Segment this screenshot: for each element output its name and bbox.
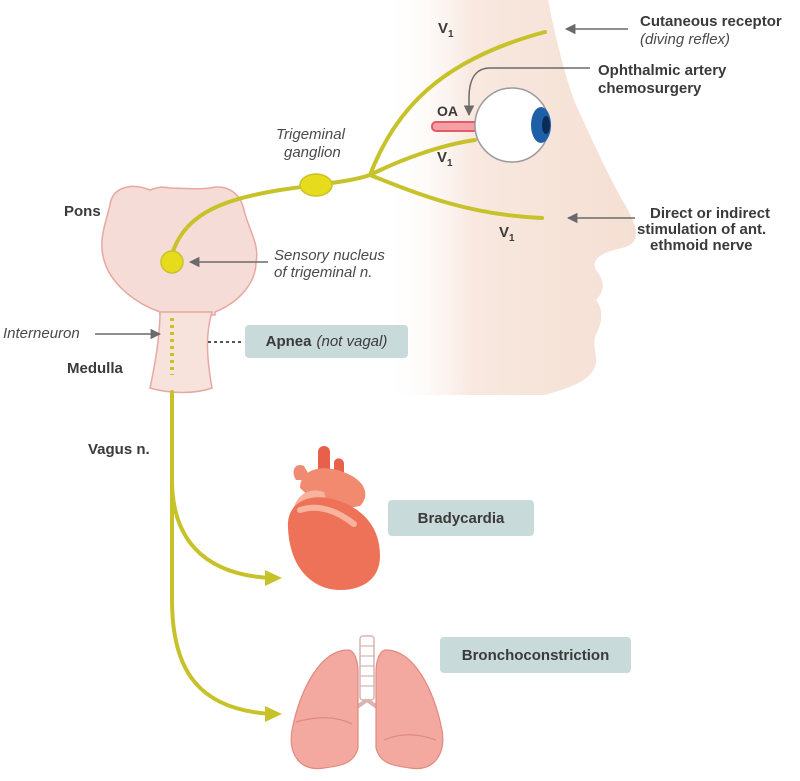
chemosurgery-label: chemosurgery <box>598 80 702 97</box>
bronchoconstriction-text: Bronchoconstriction <box>461 646 610 664</box>
interneuron-label: Interneuron <box>3 325 80 342</box>
pons-label: Pons <box>64 203 101 220</box>
v1-letter: V <box>499 224 510 241</box>
direct-indirect-label: Direct or indirect <box>650 205 771 222</box>
lungs-icon <box>290 635 444 770</box>
sensory-nucleus-label: Sensory nucleus <box>274 247 385 264</box>
v1-letter: V <box>438 20 449 37</box>
ophthalmic-artery-label: Ophthalmic artery <box>598 62 727 79</box>
apnea-pill: Apnea(not vagal) <box>245 325 408 358</box>
ophthalmic-artery <box>431 121 479 132</box>
vagus-to-heart <box>170 390 274 580</box>
trigeminal-label: Trigeminal <box>276 126 345 143</box>
apnea-text: Apnea <box>265 333 312 350</box>
medulla-label: Medulla <box>67 360 123 377</box>
v1-subscript: 1 <box>447 158 453 169</box>
v1-subscript: 1 <box>448 29 454 40</box>
stimulation-label: stimulation of ant. <box>637 221 767 238</box>
trigeminal-ganglion <box>299 173 333 197</box>
lungs-arrowhead <box>265 706 282 722</box>
vagus-label: Vagus n. <box>88 441 150 458</box>
bradycardia-text: Bradycardia <box>417 509 505 527</box>
ethmoid-nerve-label: ethmoid nerve <box>650 237 753 254</box>
sensory-nucleus <box>160 250 184 274</box>
cutaneous-receptor-label: Cutaneous receptor <box>640 13 782 30</box>
v1-upper-label: V1 <box>438 20 454 40</box>
brainstem-pons <box>101 185 258 316</box>
v1-letter: V <box>437 149 448 166</box>
bronchoconstriction-pill: Bronchoconstriction <box>440 637 631 673</box>
v1-middle-label: V1 <box>437 149 453 169</box>
v1-subscript: 1 <box>509 233 515 244</box>
bradycardia-pill: Bradycardia <box>388 500 534 536</box>
ophthalmic-arrow <box>463 67 590 117</box>
v1-middle-branch <box>368 138 477 177</box>
heart-icon <box>287 446 380 590</box>
v1-lower-label: V1 <box>499 224 515 244</box>
oa-label: OA <box>437 103 458 119</box>
ganglion-label: ganglion <box>284 144 341 161</box>
face-profile <box>385 0 636 395</box>
vagus-to-lungs <box>170 478 274 716</box>
apnea-note: (not vagal) <box>316 333 388 350</box>
eye-icon <box>474 87 551 163</box>
trigeminal-nerve <box>168 173 372 264</box>
brainstem-medulla <box>149 311 214 394</box>
v1-lower-branch <box>368 173 544 220</box>
diving-reflex-label: (diving reflex) <box>640 31 731 48</box>
v1-upper-branch <box>368 30 547 177</box>
of-trigeminal-label: of trigeminal n. <box>274 264 373 281</box>
heart-arrowhead <box>265 570 282 586</box>
